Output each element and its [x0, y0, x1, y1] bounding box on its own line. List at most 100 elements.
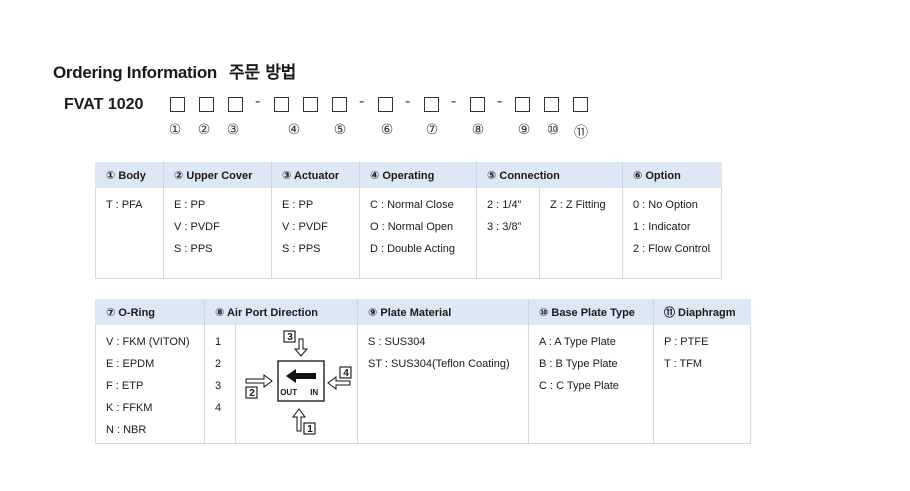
model-code: FVAT 1020: [64, 96, 144, 113]
list-item: S : SUS304: [368, 336, 426, 348]
position-number: ⑪: [574, 125, 588, 141]
header-actuator: ③ Actuator: [271, 162, 360, 188]
arrow-left-icon: [327, 376, 351, 390]
cell-connection-fitting: Z : Z Fitting: [539, 188, 623, 279]
flow-arrow-icon: [286, 369, 317, 383]
air-port-diagram: 3 2 4 1 OUT IN: [236, 325, 352, 441]
list-item: E : PP: [174, 199, 206, 211]
list-item: 1 : Indicator: [633, 221, 691, 233]
separator: -: [255, 93, 261, 110]
code-box-10: [515, 97, 530, 112]
list-item: 0 : No Option: [633, 199, 698, 211]
title-en: Ordering Information: [53, 63, 218, 82]
list-item: 2: [215, 358, 222, 370]
list-item: E : EPDM: [106, 358, 155, 370]
code-box-4: [274, 97, 289, 112]
port-2-box: [245, 386, 258, 399]
list-item: D : Double Acting: [370, 243, 455, 255]
cell-o-ring: V : FKM (VITON) E : EPDM F : ETP K : FFK…: [95, 325, 205, 444]
list-item: T : PFA: [106, 199, 143, 211]
table-row: T : PFA E : PP V : PVDF S : PPS E : PP V…: [95, 188, 722, 279]
list-item: V : PVDF: [282, 221, 328, 233]
port-4-box: [339, 366, 352, 379]
list-item: 1: [215, 336, 222, 348]
port-4-label: 4: [343, 368, 349, 379]
position-number: ③: [226, 122, 240, 138]
list-item: P : PTFE: [664, 336, 709, 348]
list-item: B : B Type Plate: [539, 358, 618, 370]
position-number: ④: [287, 122, 301, 138]
code-box-1: [170, 97, 185, 112]
header-air-port-direction: ⑧ Air Port Direction: [204, 299, 358, 325]
separator: -: [359, 93, 365, 110]
cell-air-port-diagram: 3 2 4 1 OUT IN: [235, 325, 358, 444]
list-item: O : Normal Open: [370, 221, 454, 233]
list-item: V : PVDF: [174, 221, 220, 233]
list-item: 3: [215, 380, 222, 392]
position-number: ⑨: [517, 122, 531, 138]
list-item: C : Normal Close: [370, 199, 454, 211]
code-box-2: [199, 97, 214, 112]
list-item: Z : Z Fitting: [550, 199, 606, 211]
cell-diaphragm: P : PTFE T : TFM: [653, 325, 751, 444]
port-3-label: 3: [287, 332, 293, 343]
table-header-row: ① Body ② Upper Cover ③ Actuator ④ Operat…: [95, 162, 722, 188]
header-diaphragm: ⑪ Diaphragm: [653, 299, 751, 325]
code-box-7: [378, 97, 393, 112]
arrow-right-icon: [245, 374, 274, 388]
cell-option: 0 : No Option 1 : Indicator 2 : Flow Con…: [622, 188, 722, 279]
list-item: N : NBR: [106, 424, 147, 436]
list-item: F : ETP: [106, 380, 144, 392]
header-plate-material: ⑨ Plate Material: [357, 299, 529, 325]
list-item: V : FKM (VITON): [106, 336, 190, 348]
code-box-9: [470, 97, 485, 112]
cell-upper-cover: E : PP V : PVDF S : PPS: [163, 188, 272, 279]
list-item: T : TFM: [664, 358, 703, 370]
table-header-row: ⑦ O-Ring ⑧ Air Port Direction ⑨ Plate Ma…: [95, 299, 751, 325]
list-item: S : PPS: [174, 243, 213, 255]
table-row: V : FKM (VITON) E : EPDM F : ETP K : FFK…: [95, 325, 751, 444]
code-box-3: [228, 97, 243, 112]
header-option: ⑥ Option: [622, 162, 722, 188]
header-operating: ④ Operating: [359, 162, 477, 188]
arrow-up-icon: [292, 408, 307, 432]
position-number: ②: [197, 122, 211, 138]
cell-body: T : PFA: [95, 188, 164, 279]
cell-plate-material: S : SUS304 ST : SUS304(Teflon Coating): [357, 325, 529, 444]
list-item: A : A Type Plate: [539, 336, 616, 348]
header-connection: ⑤ Connection: [476, 162, 623, 188]
list-item: ST : SUS304(Teflon Coating): [368, 358, 510, 370]
in-label: IN: [310, 388, 319, 397]
separator: -: [405, 93, 411, 110]
position-number: ⑩: [546, 122, 560, 138]
code-box-11: [544, 97, 559, 112]
position-number: ⑤: [333, 122, 347, 138]
out-label: OUT: [280, 388, 298, 397]
header-o-ring: ⑦ O-Ring: [95, 299, 205, 325]
header-base-plate-type: ⑩ Base Plate Type: [528, 299, 654, 325]
code-box-5: [303, 97, 318, 112]
code-box-8: [424, 97, 439, 112]
list-item: E : PP: [282, 199, 314, 211]
header-upper-cover: ② Upper Cover: [163, 162, 272, 188]
code-box-6: [332, 97, 347, 112]
port-3-box: [283, 330, 296, 343]
code-box-12: [573, 97, 588, 112]
separator: -: [451, 93, 457, 110]
port-1-box: [303, 422, 316, 435]
list-item: 2 : 1/4”: [487, 199, 522, 211]
position-number: ①: [168, 122, 182, 138]
separator: -: [497, 93, 503, 110]
cell-actuator: E : PP V : PVDF S : PPS: [271, 188, 360, 279]
position-number: ⑦: [425, 122, 439, 138]
port-1-label: 1: [307, 424, 313, 435]
cell-air-port-codes: 1 2 3 4: [204, 325, 237, 444]
cell-operating: C : Normal Close O : Normal Open D : Dou…: [359, 188, 477, 279]
options-table-1: ① Body ② Upper Cover ③ Actuator ④ Operat…: [95, 162, 722, 279]
options-table-2: ⑦ O-Ring ⑧ Air Port Direction ⑨ Plate Ma…: [95, 299, 751, 444]
port-2-label: 2: [249, 388, 255, 399]
position-number: ⑧: [471, 122, 485, 138]
list-item: 4: [215, 402, 222, 414]
list-item: C : C Type Plate: [539, 380, 619, 392]
arrow-down-icon: [294, 338, 309, 357]
